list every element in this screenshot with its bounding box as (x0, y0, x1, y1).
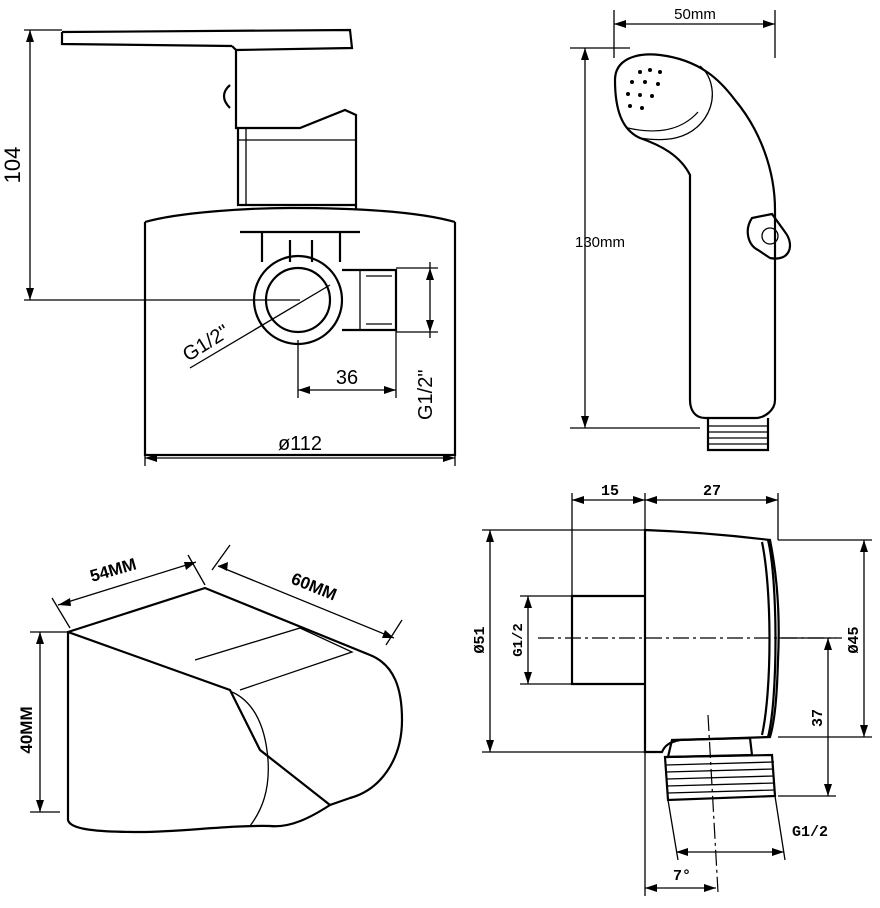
elbow-dia-51: Ø51 (472, 626, 489, 653)
holder-width-label: 54MM (88, 555, 139, 586)
concealed-valve-drawing: 104 G1/2" 36 G1/2" ø112 (0, 28, 457, 466)
holder-height-label: 40MM (17, 706, 36, 753)
hand-sprayer-drawing: 50mm 130mm (570, 6, 792, 452)
elbow-angle-label: 7° (673, 868, 691, 885)
valve-thread-right-label: G1/2" (415, 370, 437, 420)
outlet-offset-label: 36 (336, 367, 358, 389)
sprayer-width-label: 50mm (674, 6, 716, 23)
elbow-dia-45: Ø45 (846, 626, 863, 653)
elbow-thread-outlet: G1/2 (792, 824, 828, 841)
elbow-thread-inlet: G1/2 (511, 623, 527, 657)
elbow-dim-15: 15 (601, 483, 619, 500)
valve-thread-left-label: G1/2" (179, 321, 233, 366)
nozzle-holes (626, 68, 662, 110)
sprayer-height-label: 130mm (575, 234, 625, 251)
holder-depth-label: 60MM (289, 569, 340, 604)
elbow-dim-37: 37 (810, 709, 827, 727)
dimension-arrowheads (26, 20, 868, 892)
valve-height-label: 104 (0, 147, 25, 184)
wall-holder-drawing: 54MM 60MM 40MM (17, 544, 404, 834)
valve-diameter-label: ø112 (278, 433, 322, 455)
elbow-dim-27: 27 (703, 483, 721, 500)
wall-elbow-drawing: 15 27 Ø51 G1/2 Ø45 37 (472, 483, 872, 896)
